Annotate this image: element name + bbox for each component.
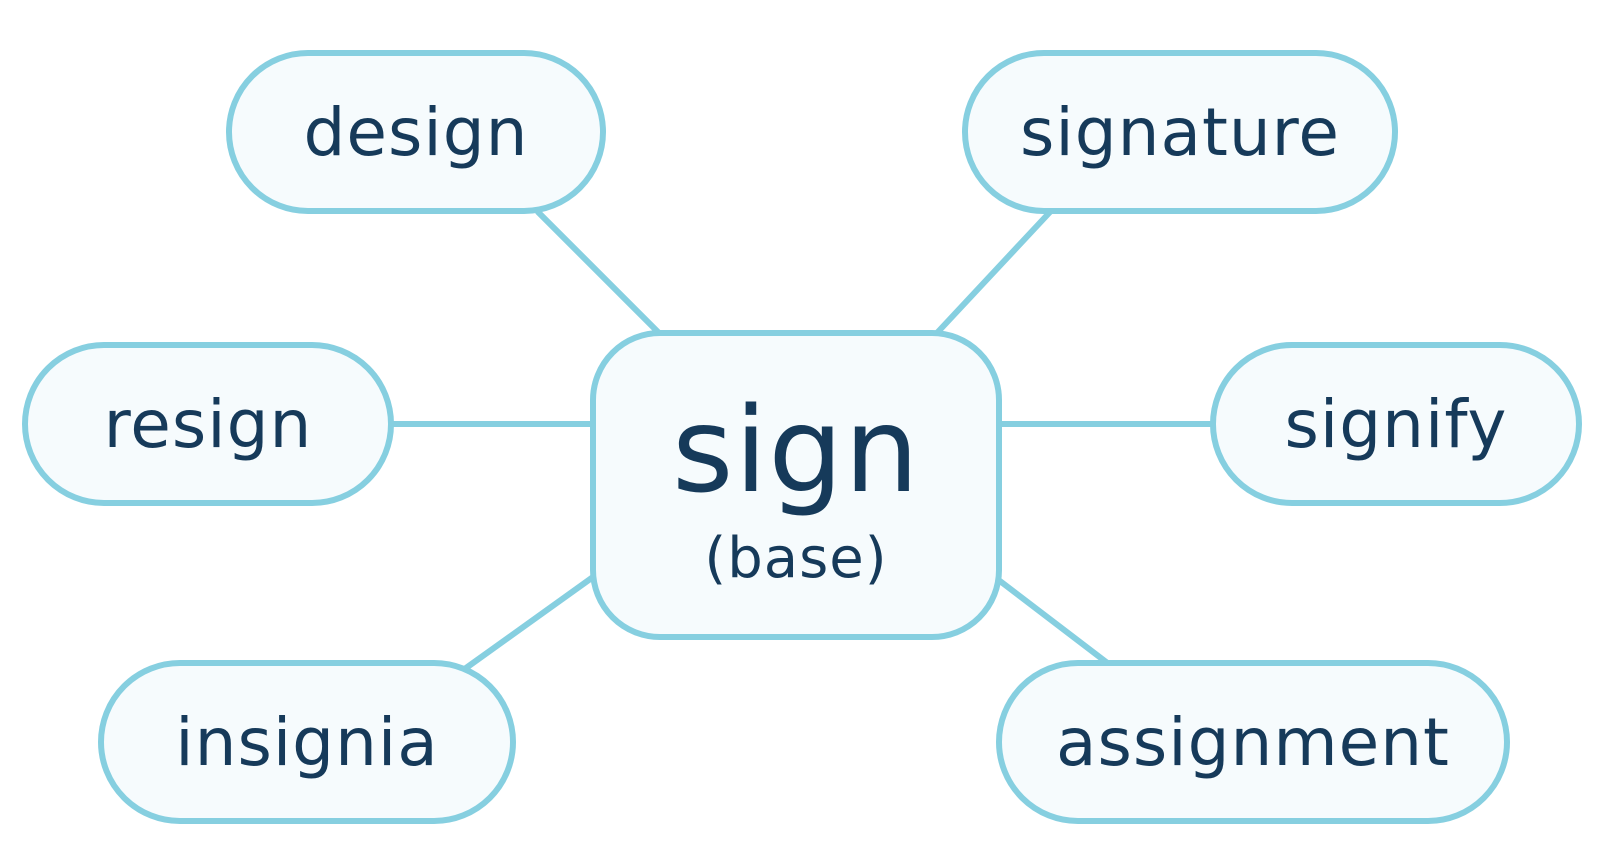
node-signature: signature <box>962 50 1398 214</box>
connector-insignia <box>463 569 603 671</box>
node-resign-label: resign <box>103 385 313 463</box>
node-assignment: assignment <box>996 660 1510 824</box>
connector-signature <box>933 209 1053 337</box>
node-design-label: design <box>303 93 529 171</box>
node-design: design <box>226 50 606 214</box>
center-word: sign <box>672 381 920 519</box>
center-label: (base) <box>704 526 888 591</box>
node-signify-label: signify <box>1284 385 1508 463</box>
connector-assignment <box>993 575 1117 671</box>
node-resign: resign <box>22 342 394 506</box>
center-node: sign (base) <box>590 330 1002 640</box>
node-signature-label: signature <box>1020 93 1340 171</box>
node-insignia: insignia <box>98 660 516 824</box>
node-assignment-label: assignment <box>1056 703 1450 781</box>
node-insignia-label: insignia <box>175 703 439 781</box>
connector-design <box>535 209 663 337</box>
node-signify: signify <box>1210 342 1582 506</box>
